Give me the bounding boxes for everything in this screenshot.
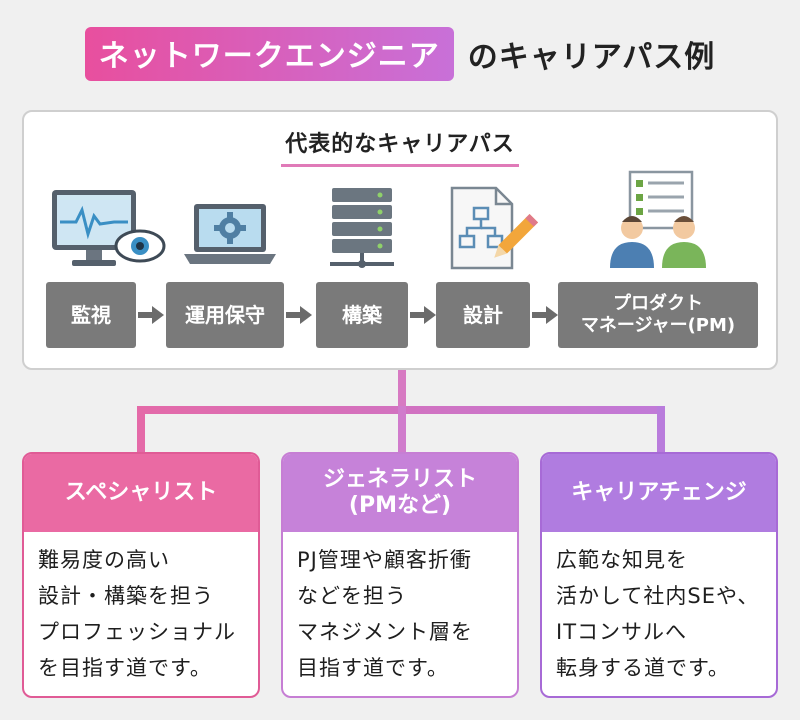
branch-line: を目指す道です。 bbox=[38, 656, 212, 680]
step-design: 設計 bbox=[436, 282, 530, 348]
branch-title-generalist-sub: (PMなど) bbox=[348, 493, 452, 518]
connector-left bbox=[137, 406, 145, 454]
connector-center bbox=[398, 406, 406, 454]
branch-card-body: PJ管理や顧客折衝 などを担う マネジメント層を 目指す道です。 bbox=[283, 532, 517, 686]
branch-title-specialist: スペシャリスト bbox=[64, 479, 218, 505]
branch-line: PJ管理や顧客折衝 bbox=[297, 548, 472, 572]
panel-heading: 代表的なキャリアパス bbox=[24, 126, 776, 167]
page-title: ネットワークエンジニア のキャリアパス例 bbox=[0, 26, 800, 82]
step-construction-label: 構築 bbox=[342, 303, 382, 327]
team-checklist-icon bbox=[610, 170, 706, 268]
monitor-eye-icon bbox=[52, 190, 166, 266]
step-operation-label: 運用保守 bbox=[185, 303, 265, 327]
arrow-right-icon bbox=[532, 306, 558, 324]
step-design-label: 設計 bbox=[463, 303, 503, 327]
branch-line: 難易度の高い bbox=[38, 548, 170, 572]
career-path-panel: 代表的なキャリアパス bbox=[22, 110, 778, 370]
branch-line: プロフェッショナル bbox=[38, 620, 236, 644]
arrow-right-icon bbox=[286, 306, 312, 324]
server-rack-icon bbox=[330, 188, 394, 268]
arrow-right-icon bbox=[410, 306, 436, 324]
branch-card-title: キャリアチェンジ bbox=[542, 454, 776, 532]
branch-card-body: 広範な知見を 活かして社内SEや、 ITコンサルへ 転身する道です。 bbox=[542, 532, 776, 686]
branch-card-generalist: ジェネラリスト (PMなど) PJ管理や顧客折衝 などを担う マネジメント層を … bbox=[281, 452, 519, 698]
branch-card-career-change: キャリアチェンジ 広範な知見を 活かして社内SEや、 ITコンサルへ 転身する道… bbox=[540, 452, 778, 698]
laptop-gear-icon bbox=[184, 204, 276, 264]
step-construction: 構築 bbox=[316, 282, 408, 348]
step-pm-line1: プロダクト bbox=[613, 293, 703, 315]
step-monitoring: 監視 bbox=[46, 282, 136, 348]
branch-line: マネジメント層を bbox=[297, 620, 473, 644]
design-document-icon bbox=[450, 186, 538, 270]
step-pm-line2: マネージャー(PM) bbox=[580, 315, 736, 336]
connector-right bbox=[657, 406, 665, 454]
title-highlight: ネットワークエンジニア bbox=[84, 27, 454, 81]
branch-card-specialist: スペシャリスト 難易度の高い 設計・構築を担う プロフェッショナル を目指す道で… bbox=[22, 452, 260, 698]
panel-heading-text: 代表的なキャリアパス bbox=[281, 126, 519, 167]
step-operation: 運用保守 bbox=[166, 282, 284, 348]
branch-line: などを担う bbox=[297, 584, 407, 608]
arrow-right-icon bbox=[138, 306, 164, 324]
branch-line: 目指す道です。 bbox=[297, 656, 449, 680]
branch-line: 活かして社内SEや、 bbox=[556, 584, 760, 608]
branch-card-body: 難易度の高い 設計・構築を担う プロフェッショナル を目指す道です。 bbox=[24, 532, 258, 686]
branch-title-career-change: キャリアチェンジ bbox=[571, 479, 747, 505]
branch-card-title: ジェネラリスト (PMなど) bbox=[283, 454, 517, 532]
branch-card-title: スペシャリスト bbox=[24, 454, 258, 532]
branch-title-generalist: ジェネラリスト bbox=[322, 466, 477, 492]
branch-line: 広範な知見を bbox=[556, 548, 688, 572]
step-product-manager: プロダクト マネージャー(PM) bbox=[558, 282, 758, 348]
branch-line: 設計・構築を担う bbox=[38, 584, 214, 608]
step-monitoring-label: 監視 bbox=[71, 303, 111, 327]
title-rest: のキャリアパス例 bbox=[467, 40, 716, 75]
connector-trunk bbox=[398, 370, 406, 410]
branch-line: 転身する道です。 bbox=[556, 656, 730, 680]
branch-line: ITコンサルへ bbox=[556, 620, 688, 644]
